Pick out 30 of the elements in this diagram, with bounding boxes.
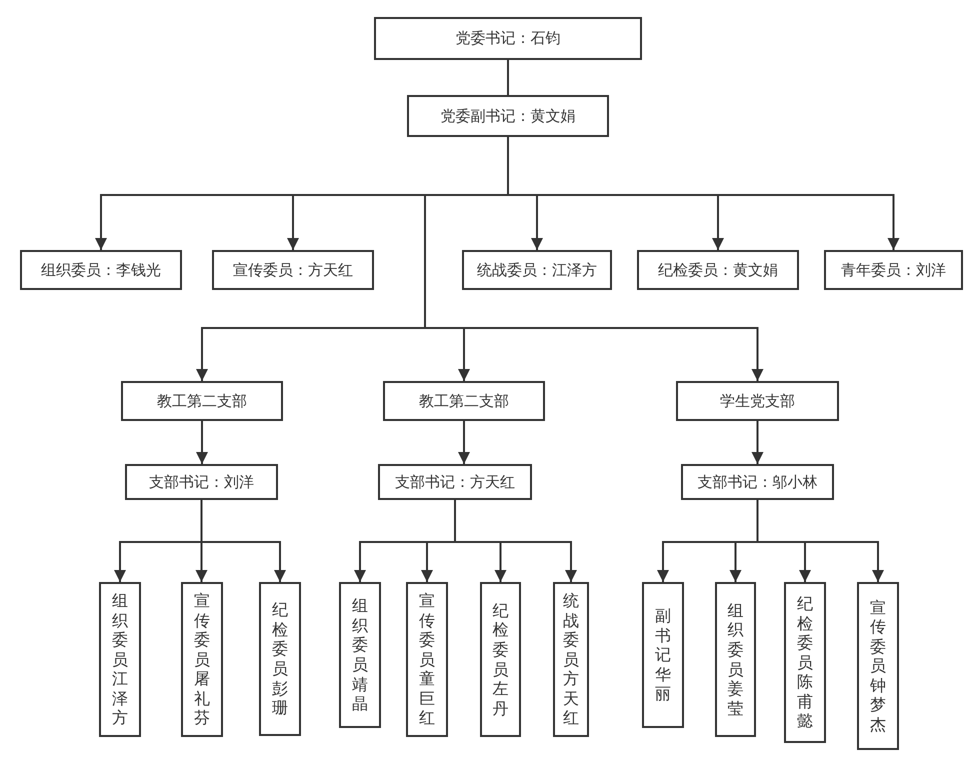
position-box: 纪检委员：黄文娟 bbox=[637, 250, 799, 290]
position-box: 教工第二支部 bbox=[383, 381, 545, 421]
position-box: 宣传委员屠礼芬 bbox=[181, 582, 223, 737]
position-box: 宣传委员钟梦杰 bbox=[857, 582, 899, 750]
arrow bbox=[458, 421, 470, 464]
position-box: 党委副书记：黄文娟 bbox=[407, 95, 609, 137]
position-box: 纪检委员陈甫懿 bbox=[784, 582, 826, 743]
position-box: 青年委员：刘洋 bbox=[824, 250, 963, 290]
arrow bbox=[752, 421, 764, 464]
position-box: 组织委员江泽方 bbox=[99, 582, 141, 737]
connector-line bbox=[507, 60, 509, 95]
position-box: 组织委员姜莹 bbox=[715, 582, 756, 737]
position-box: 宣传委员童巨红 bbox=[406, 582, 448, 737]
arrow bbox=[196, 421, 208, 464]
position-box: 纪检委员左丹 bbox=[480, 582, 521, 737]
position-box: 组织委员靖晶 bbox=[339, 582, 381, 728]
position-box: 教工第二支部 bbox=[121, 381, 283, 421]
position-box: 副书记华丽 bbox=[642, 582, 684, 728]
position-box: 支部书记：方天红 bbox=[378, 464, 532, 500]
position-box: 学生党支部 bbox=[676, 381, 839, 421]
arrow bbox=[200, 500, 286, 582]
position-box: 党委书记：石钧 bbox=[374, 17, 642, 60]
position-box: 统战委员方天红 bbox=[553, 582, 589, 737]
arrow bbox=[454, 500, 577, 582]
position-box: 宣传委员：方天红 bbox=[212, 250, 374, 290]
position-box: 组织委员：李钱光 bbox=[20, 250, 182, 290]
position-box: 支部书记：邬小林 bbox=[681, 464, 834, 500]
position-box: 支部书记：刘洋 bbox=[125, 464, 278, 500]
position-box: 纪检委员彭珊 bbox=[259, 582, 301, 736]
position-box: 统战委员：江泽方 bbox=[462, 250, 612, 290]
